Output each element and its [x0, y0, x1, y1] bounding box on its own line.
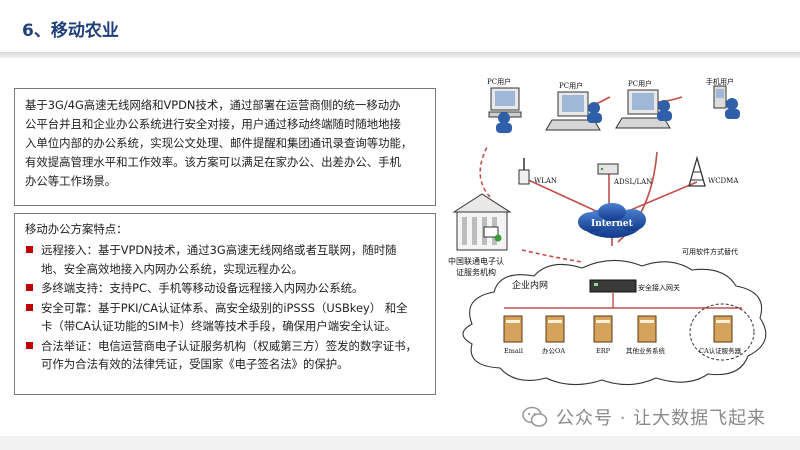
features-heading: 移动办公方案特点：: [25, 222, 128, 236]
pc-user-2-icon: [545, 91, 602, 131]
adsl-modem-icon: [597, 163, 619, 175]
feature-line: 可作为合法有效的法律凭证，受国家《电子签名法》的保护。: [41, 357, 349, 371]
other-business-server-label: 其他业务系统: [626, 346, 666, 355]
bullet-square-icon: [26, 341, 33, 349]
feature-remote-access: 远程接入：基于VPDN技术，通过3G高速无线网络或者互联网，随时随 地、安全高效…: [25, 241, 425, 278]
title-divider: [0, 52, 800, 58]
bullet-square-icon: [26, 303, 33, 311]
pc-user-1-icon: [488, 87, 522, 133]
feature-line: 卡（带CA认证功能的SIM卡）终端等技术手段，确保用户端安全认证。: [41, 319, 397, 333]
network-diagram-svg: PC用户 PC用户 PC用户 手机用户 WLA: [448, 77, 767, 386]
wcdma-tower-icon: [688, 155, 706, 187]
mobile-user-icon: [713, 85, 740, 119]
title-bar: 6、移动农业: [0, 0, 800, 52]
mobile-user-label: 手机用户: [706, 77, 734, 86]
ca-server-icon: [713, 315, 733, 343]
page-title: 6、移动农业: [22, 21, 119, 41]
feature-line: 远程接入：基于VPDN技术，通过3G高速无线网络或者互联网，随时随: [41, 243, 397, 257]
oa-server-label: 办公OA: [542, 346, 565, 355]
intro-line: 基于3G/4G高速无线网络和VPDN技术，通过部署在运营商侧的统一移动办: [25, 98, 401, 112]
intro-line: 办公等工作场景。: [25, 174, 117, 188]
network-diagram: PC用户 PC用户 PC用户 手机用户 WLA: [442, 62, 792, 392]
gateway-label: 安全接入网关: [638, 283, 680, 292]
features-box: 移动办公方案特点： 远程接入：基于VPDN技术，通过3G高速无线网络或者互联网，…: [14, 213, 436, 395]
ca-software-note: 可用软件方式替代: [682, 247, 738, 256]
bullet-square-icon: [26, 246, 33, 253]
pc-user-3-icon: [615, 89, 672, 129]
feature-line: 地、安全高效地接入内网办公系统，实现远程办公。: [41, 261, 303, 276]
security-gateway-icon: [589, 279, 637, 293]
other-business-server-icon: [637, 315, 657, 343]
bullet-square-icon: [26, 284, 33, 291]
wlan-antenna-icon: [518, 158, 530, 185]
intro-line: 有效提高管理水平和工作效率。该方案可以满足在家办公、出差办公、手机: [25, 155, 401, 169]
oa-server-icon: [545, 315, 565, 343]
ca-center-label-line1: 中国联通电子认: [448, 256, 504, 266]
erp-server-label: ERP: [596, 347, 611, 355]
intranet-cloud: [462, 259, 767, 386]
ca-center-label-line2: 证服务机构: [456, 267, 496, 277]
intro-line: 入单位内部的办公系统，实现公文处理、邮件提醒和集团通讯录查询等功能，: [25, 136, 413, 150]
wcdma-label: WCDMA: [708, 177, 739, 185]
email-server-label: Email: [504, 347, 523, 355]
intranet-label: 企业内网: [512, 279, 548, 291]
adsl-lan-label: ADSL/LAN: [613, 178, 652, 186]
feature-line: 合法举证：电信运营商电子认证服务机构（权威第三方）签发的数字证书，: [41, 338, 417, 353]
internet-label: Internet: [591, 219, 634, 229]
feature-line: 安全可靠：基于PKI/CA认证体系、高安全级别的iPSSS（USBkey） 和全: [41, 300, 408, 315]
pc-user-1-label: PC用户: [487, 77, 511, 86]
feature-line: 多终端支持：支持PC、手机等移动设备远程接入内网办公系统。: [41, 281, 364, 295]
wlan-label: WLAN: [534, 177, 557, 185]
erp-server-icon: [593, 315, 613, 343]
feature-legal-evidence: 合法举证：电信运营商电子认证服务机构（权威第三方）签发的数字证书， 可作为合法有…: [25, 337, 425, 374]
bottom-band: [0, 436, 800, 450]
ca-server-label: CA认证服务器: [699, 346, 742, 355]
feature-security: 安全可靠：基于PKI/CA认证体系、高安全级别的iPSSS（USBkey） 和全…: [25, 299, 425, 336]
ca-server-dashed-ring: [689, 303, 755, 361]
intro-line: 公平台并且和企业办公系统进行安全对接，用户通过移动终端随时随地地接: [25, 117, 401, 131]
watermark: 公众号 · 让大数据飞起来: [522, 402, 766, 432]
ca-center-building-icon: [452, 193, 512, 251]
wechat-icon: [522, 406, 548, 427]
watermark-text: 公众号 · 让大数据飞起来: [556, 408, 767, 429]
pc-user-3-label: PC用户: [628, 79, 652, 88]
intro-box: 基于3G/4G高速无线网络和VPDN技术，通过部署在运营商侧的统一移动办 公平台…: [14, 88, 436, 206]
email-server-icon: [503, 315, 523, 343]
feature-multi-terminal: 多终端支持：支持PC、手机等移动设备远程接入内网办公系统。: [25, 279, 425, 298]
pc-user-2-label: PC用户: [559, 81, 583, 90]
internet-cloud-icon: [578, 203, 646, 238]
